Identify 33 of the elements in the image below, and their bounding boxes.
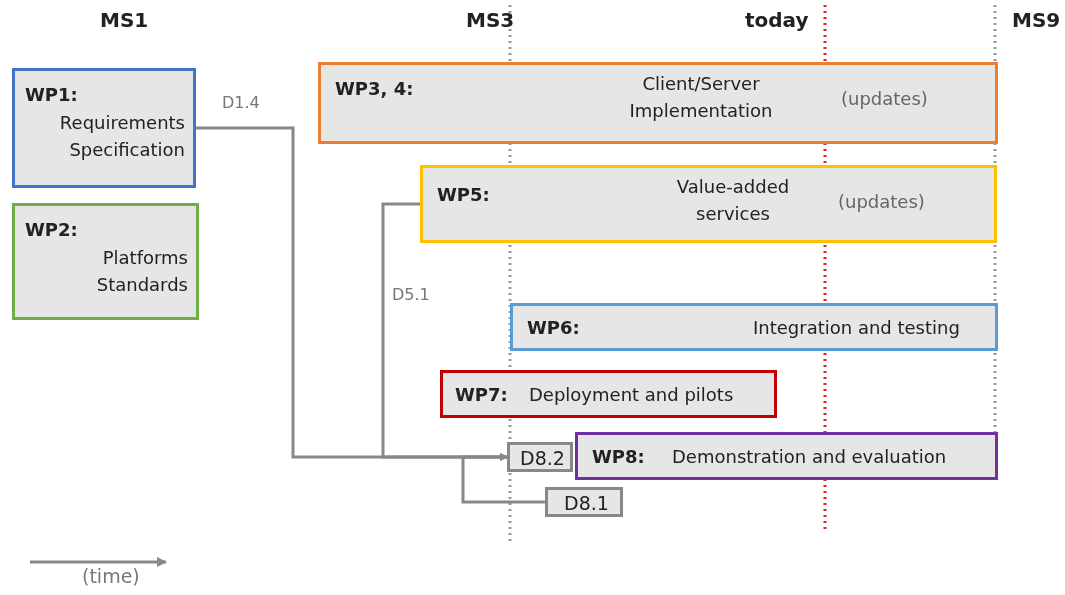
package-number: WP3, 4: bbox=[335, 77, 414, 101]
milestone-label: MS1 bbox=[100, 8, 149, 32]
package-number: WP5: bbox=[437, 183, 490, 207]
work-package-box bbox=[318, 62, 998, 144]
milestone-label: MS3 bbox=[466, 8, 515, 32]
axis-label: (time) bbox=[82, 565, 140, 587]
deliverable-label: D8.2 bbox=[520, 446, 565, 471]
deliverable-box bbox=[507, 442, 573, 472]
package-title: Requirements Specification bbox=[58, 111, 185, 162]
work-package-box bbox=[440, 370, 777, 418]
package-number: WP1: bbox=[25, 83, 78, 107]
package-title: Deployment and pilots bbox=[529, 383, 734, 407]
work-package-box bbox=[575, 432, 998, 480]
milestone-label: today bbox=[745, 8, 809, 32]
package-title: Client/Server Implementation bbox=[628, 72, 774, 123]
milestone-label: MS9 bbox=[1012, 8, 1061, 32]
deliverable-label: D8.1 bbox=[564, 491, 609, 516]
work-package-box bbox=[420, 165, 997, 243]
package-number: WP8: bbox=[592, 445, 645, 469]
package-title: Demonstration and evaluation bbox=[672, 445, 947, 469]
deliverable-box bbox=[545, 487, 623, 517]
note-text: (updates) bbox=[841, 87, 928, 111]
work-package-box bbox=[12, 68, 196, 188]
work-package-box bbox=[510, 303, 998, 351]
package-number: WP2: bbox=[25, 218, 78, 242]
package-number: WP7: bbox=[455, 383, 508, 407]
arrow bbox=[461, 453, 545, 504]
package-title: Platforms Standards bbox=[95, 246, 188, 297]
package-title: Integration and testing bbox=[753, 316, 960, 340]
package-number: WP6: bbox=[527, 316, 580, 340]
package-title: Value-added services bbox=[675, 175, 791, 226]
work-package-box bbox=[12, 203, 199, 320]
note-text: (updates) bbox=[838, 190, 925, 214]
